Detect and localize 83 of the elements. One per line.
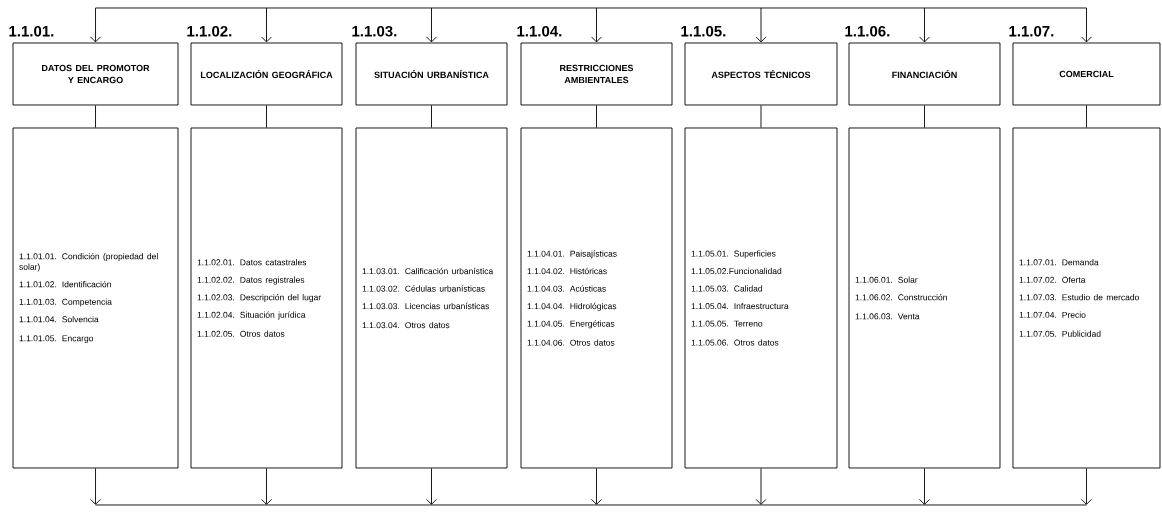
list-item: 1.1.01.04. Solvencia — [19, 316, 99, 323]
list-item: 1.1.02.05. Otros datos — [197, 330, 285, 337]
connector-line — [95, 105, 96, 128]
item-list-box — [1012, 127, 1161, 469]
item-list-box — [684, 127, 838, 469]
connector-line — [596, 105, 597, 128]
list-item: 1.1.04.05. Energéticas — [527, 320, 615, 329]
list-item: 1.1.01.03. Competencia — [19, 298, 112, 307]
node-label: ASPECTOS TÉCNICOS — [711, 69, 811, 79]
section-number: 1.1.02. — [187, 25, 232, 37]
section-number: 1.1.07. — [1009, 25, 1054, 37]
arrow — [919, 468, 930, 505]
list-item: 1.1.05.02.Funcionalidad — [691, 267, 782, 275]
list-item: 1.1.01.05. Encargo — [19, 335, 94, 343]
node-label: COMERCIAL — [1059, 70, 1114, 78]
arrow — [426, 468, 437, 505]
arrow — [261, 7, 272, 43]
list-item: 1.1.04.02. Históricas — [527, 267, 607, 275]
arrow — [1081, 7, 1092, 43]
item-list-box — [520, 127, 673, 469]
arrow — [1081, 468, 1092, 505]
list-item: 1.1.06.03. Venta — [855, 313, 920, 320]
arrow — [90, 468, 101, 505]
list-item: 1.1.02.01. Datos catastrales — [197, 259, 307, 266]
list-item: 1.1.04.01. Paisajísticas — [527, 250, 617, 259]
list-item: 1.1.02.03. Descripción del lugar — [197, 294, 321, 303]
section-number: 1.1.06. — [845, 25, 890, 37]
list-item: 1.1.02.02. Datos registrales — [197, 276, 305, 285]
node-label: LOCALIZACIÓN GEOGRÁFICA — [200, 69, 333, 79]
item-list-box — [12, 127, 179, 469]
list-item: 1.1.01.01. Condición (propiedad del solar) — [19, 253, 158, 272]
heading-box — [12, 42, 179, 106]
list-item: 1.1.04.06. Otros datos — [527, 339, 615, 346]
node-label: RESTRICCIONES AMBIENTALES — [560, 64, 634, 84]
item-list-box — [190, 127, 343, 469]
list-item: 1.1.05.04. Infraestructura — [691, 302, 789, 310]
heading-box — [684, 42, 838, 106]
section-number: 1.1.03. — [352, 25, 397, 37]
heading-box — [1012, 42, 1161, 106]
item-list-box — [848, 127, 1001, 469]
list-item: 1.1.06.01. Solar — [855, 276, 918, 283]
connector-line — [266, 105, 267, 128]
node-label: SITUACIÓN URBANÍSTICA — [374, 69, 489, 79]
arrow — [755, 468, 767, 505]
list-item: 1.1.07.01. Demanda — [1019, 259, 1099, 266]
arrow — [755, 7, 767, 43]
list-item: 1.1.07.02. Oferta — [1019, 276, 1086, 283]
arrow — [591, 468, 602, 505]
connector-line — [924, 105, 925, 128]
list-item: 1.1.03.03. Licencias urbanísticas — [362, 302, 490, 310]
list-item: 1.1.03.04. Otros datos — [362, 321, 450, 329]
list-item: 1.1.03.02. Cédulas urbanísticas — [362, 285, 485, 292]
arrow — [90, 7, 101, 43]
list-item: 1.1.06.02. Construcción — [855, 294, 947, 301]
heading-box — [190, 42, 343, 106]
arrow — [591, 7, 602, 43]
list-item: 1.1.05.05. Terreno — [691, 320, 763, 327]
list-item: 1.1.01.02. Identificación — [19, 281, 111, 288]
list-item: 1.1.05.03. Calidad — [691, 285, 763, 292]
section-number: 1.1.01. — [9, 25, 54, 37]
item-list-box — [355, 127, 508, 469]
list-item: 1.1.07.04. Precio — [1019, 311, 1086, 318]
connector-line — [760, 105, 762, 128]
node-label: DATOS DEL PROMOTOR Y ENCARGO — [42, 64, 150, 84]
arrow — [426, 7, 437, 43]
list-item: 1.1.03.01. Calificación urbanística — [362, 267, 494, 275]
connector-line — [431, 105, 432, 128]
heading-box — [520, 42, 673, 106]
list-item: 1.1.07.05. Publicidad — [1019, 330, 1101, 337]
heading-box — [355, 42, 508, 106]
section-number: 1.1.04. — [517, 25, 562, 37]
list-item: 1.1.04.03. Acústicas — [527, 285, 606, 292]
list-item: 1.1.05.06. Otros datos — [691, 339, 779, 346]
node-label: FINANCIACIÓN — [892, 69, 957, 79]
section-number: 1.1.05. — [681, 25, 726, 37]
list-item: 1.1.04.04. Hidrológicas — [527, 302, 617, 311]
list-item: 1.1.02.04. Situación jurídica — [197, 311, 306, 320]
heading-box — [848, 42, 1001, 106]
connector-line — [1086, 105, 1087, 128]
list-item: 1.1.07.03. Estudio de mercado — [1019, 294, 1139, 301]
arrow — [919, 7, 930, 43]
arrow — [261, 468, 272, 505]
list-item: 1.1.05.01. Superficies — [691, 250, 776, 259]
